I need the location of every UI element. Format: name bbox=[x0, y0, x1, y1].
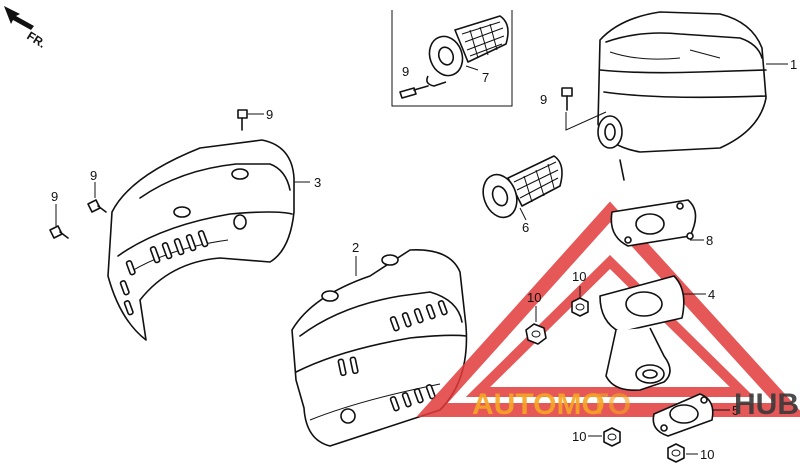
part-9-label-shield-mid: 9 bbox=[90, 168, 97, 183]
part-3-label: 3 bbox=[314, 175, 321, 190]
part-2-label: 2 bbox=[352, 240, 359, 255]
part-9-screw-muffler-icon bbox=[561, 87, 573, 111]
part-9-bolt-shield-mid-icon bbox=[87, 199, 107, 213]
part-2-heat-shield-icon bbox=[291, 249, 468, 447]
direction-label: FR. bbox=[24, 29, 48, 51]
front-direction-indicator: FR. bbox=[4, 6, 48, 51]
part-9-bolt-shield-top-icon bbox=[237, 109, 248, 131]
part-5-gasket-icon bbox=[652, 393, 714, 437]
part-1-label: 1 bbox=[790, 57, 797, 72]
part-7-pipe-icon bbox=[426, 15, 509, 87]
watermark-triangle bbox=[416, 201, 800, 417]
part-10-label-left: 10 bbox=[527, 290, 541, 305]
part-10-nut-right-icon bbox=[571, 297, 589, 317]
part-4-joint-bracket-icon bbox=[599, 275, 685, 392]
part-10-label-bottom-right: 10 bbox=[700, 447, 714, 462]
watermark-text-left: AUTOMO bbox=[472, 388, 605, 421]
part-7-group: 7 9 bbox=[391, 10, 513, 107]
watermark-text: AUTOMO TO HUB bbox=[472, 388, 799, 421]
part-3-heat-shield-icon bbox=[107, 139, 295, 341]
part-9-label-top: 9 bbox=[402, 64, 409, 79]
part-8-label: 8 bbox=[706, 233, 713, 248]
shield-slots-lower bbox=[337, 300, 448, 412]
part-10-label-right: 10 bbox=[572, 269, 586, 284]
watermark-text-middle: TO bbox=[590, 388, 631, 421]
watermark-text-right: HUB bbox=[734, 388, 799, 421]
part-9-bolt-shield-low-icon bbox=[49, 225, 69, 239]
part-10-label-bottom-left: 10 bbox=[572, 429, 586, 444]
part-5-label: 5 bbox=[732, 403, 739, 418]
part-10-nut-bottom-right-icon bbox=[667, 443, 685, 463]
part-8-gasket-icon bbox=[610, 199, 697, 247]
part-1-muffler-icon bbox=[597, 11, 767, 181]
part-4-label: 4 bbox=[708, 287, 715, 302]
part-6-label: 6 bbox=[522, 220, 529, 235]
part-9-bolt-icon bbox=[399, 85, 429, 99]
shield-slots-upper bbox=[119, 230, 209, 316]
part-9-label-shield-low: 9 bbox=[51, 189, 58, 204]
part-10-nut-left-icon bbox=[525, 323, 547, 345]
part-7-label: 7 bbox=[482, 70, 489, 85]
direction-arrow-icon bbox=[4, 6, 34, 30]
part-9-label-muffler: 9 bbox=[540, 92, 547, 107]
part-9-label-shield-top: 9 bbox=[266, 107, 273, 122]
part-6-pipe-icon bbox=[482, 155, 563, 219]
part-10-nut-bottom-left-icon bbox=[603, 427, 621, 447]
